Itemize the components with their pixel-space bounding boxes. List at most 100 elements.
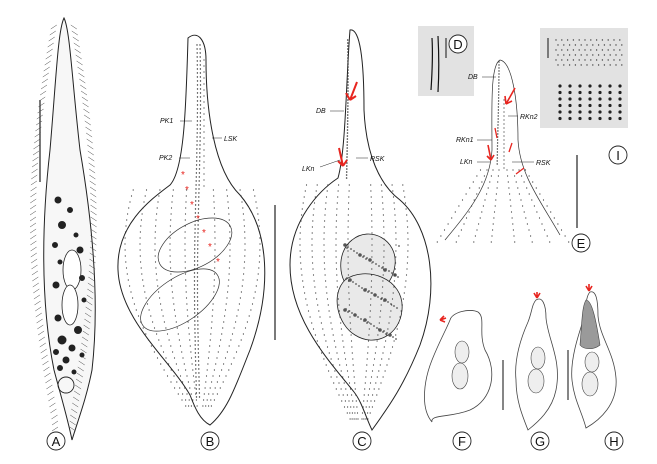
stipple-dot [387, 301, 389, 303]
kinetosome-dot [227, 207, 230, 209]
kinetosome-dot [343, 346, 345, 348]
kinetosome-dot [370, 298, 372, 300]
kinetosome-dot [256, 207, 258, 209]
kinetosome-dot [471, 205, 473, 207]
kinetosome-dot [144, 291, 146, 293]
kinetosome-dot [474, 235, 476, 237]
kinetosome-dot [170, 213, 172, 215]
red-asterisks-b: ******* [181, 170, 220, 268]
kinetosome-dot [203, 173, 205, 175]
kinetosome-dot [391, 184, 393, 186]
kinetosome-dot [194, 360, 197, 362]
kinetosome-dot [564, 235, 566, 237]
kinetosome-dot [347, 57, 349, 59]
kinetosome-dot [157, 285, 159, 287]
kinetosome-dot [373, 388, 375, 390]
kinetosome-dot [159, 297, 161, 299]
kinetosome-dot [198, 372, 200, 374]
granule-dot [595, 39, 598, 41]
kinetosome-dot [347, 48, 349, 50]
kinetosome-dot [341, 400, 343, 402]
kinetosome-dot [195, 176, 197, 178]
kinetosome-dot [169, 255, 171, 257]
label-db-e: DB [468, 74, 478, 81]
kinetosome-dot [169, 231, 171, 233]
kinetosome-dot [196, 104, 199, 106]
kinetosome-dot [382, 286, 384, 288]
kinetosome-dot [135, 309, 137, 311]
kinetosome-dot [170, 267, 172, 269]
kinetosome-dot [244, 243, 246, 245]
inclusion-dot [71, 369, 77, 375]
granule-dot [609, 44, 611, 46]
kinetosome-dot [483, 175, 485, 177]
kinetosome-dot [197, 324, 199, 326]
kinetosome-dot [378, 388, 380, 390]
kinetosome-dot [211, 381, 213, 383]
kinetosome-dot [368, 328, 370, 330]
kinetosome-dot [196, 304, 199, 306]
red-arrow-e2 [494, 127, 498, 139]
kinetosome-dot [532, 181, 534, 183]
granule-dot [597, 54, 600, 56]
cell-body-a [43, 16, 96, 441]
kinetosome-dot [195, 372, 197, 374]
kinetosome-dot [406, 262, 408, 264]
kinetosome-dot [372, 394, 374, 396]
kinetosome-dot [407, 256, 409, 258]
inclusion-dot [52, 242, 58, 248]
kinetosome-dot [347, 226, 349, 228]
kinetosome-dot [370, 376, 373, 378]
kinetosome-dot [550, 211, 552, 213]
kinetosome-dot [479, 217, 481, 219]
kinetosome-dot [436, 241, 438, 243]
kinetosome-dot [214, 267, 216, 269]
kinetosome-dot [152, 321, 154, 323]
kinetosome-dot [521, 175, 523, 177]
kinetosome-dot [338, 382, 340, 384]
kinetosome-dot [258, 225, 260, 227]
kinetosome-dot [395, 334, 397, 336]
kinetosome-dot [340, 328, 342, 330]
kinetosome-dot [503, 99, 505, 101]
kinetosome-dot [212, 303, 214, 305]
kinetosome-dot [198, 192, 200, 194]
kinetosome-dot [195, 399, 197, 401]
kinetosome-dot [349, 412, 351, 414]
kinetosome-dot [226, 189, 228, 191]
kinetosome-dot [443, 229, 446, 231]
kinetosome-dot [371, 220, 373, 222]
kinetosome-dot [194, 387, 196, 389]
kinetosome-dot [235, 351, 238, 353]
kinetosome-dot [371, 370, 374, 372]
kinetosome-dot [347, 406, 349, 408]
kinetosome-dot [496, 160, 498, 162]
kinetosome-dot [380, 184, 382, 186]
kinetosome-dot [315, 190, 317, 192]
kinetosome-dot [497, 97, 500, 99]
red-arrowhead-h [585, 284, 593, 292]
kinetosome-dot [236, 315, 238, 317]
kinetosome-dot [496, 145, 499, 147]
kinetosome-dot [380, 382, 382, 384]
kinetosome-dot [323, 244, 325, 246]
kinetosome-dot [169, 237, 171, 239]
granule-dot [598, 103, 602, 108]
kinetosome-dot [205, 381, 207, 383]
granule-dot [578, 84, 582, 88]
stipple-dot [381, 267, 383, 269]
kinetosome-dot [188, 333, 190, 335]
red-asterisk: * [190, 200, 194, 211]
kinetosome-dot [316, 340, 318, 342]
kinetosome-dot [382, 202, 384, 204]
kinetosome-dot [197, 224, 199, 226]
kinetosome-dot [383, 220, 385, 222]
kinetosome-dot [221, 369, 223, 371]
kinetosome-dot [370, 292, 372, 294]
kinetosome-dot [371, 226, 373, 228]
kinetosome-dot [130, 291, 132, 293]
kinetosome-dot [157, 201, 159, 203]
kinetosome-dot [368, 406, 370, 408]
kinetosome-dot [335, 250, 337, 252]
kinetosome-dot [192, 399, 194, 401]
